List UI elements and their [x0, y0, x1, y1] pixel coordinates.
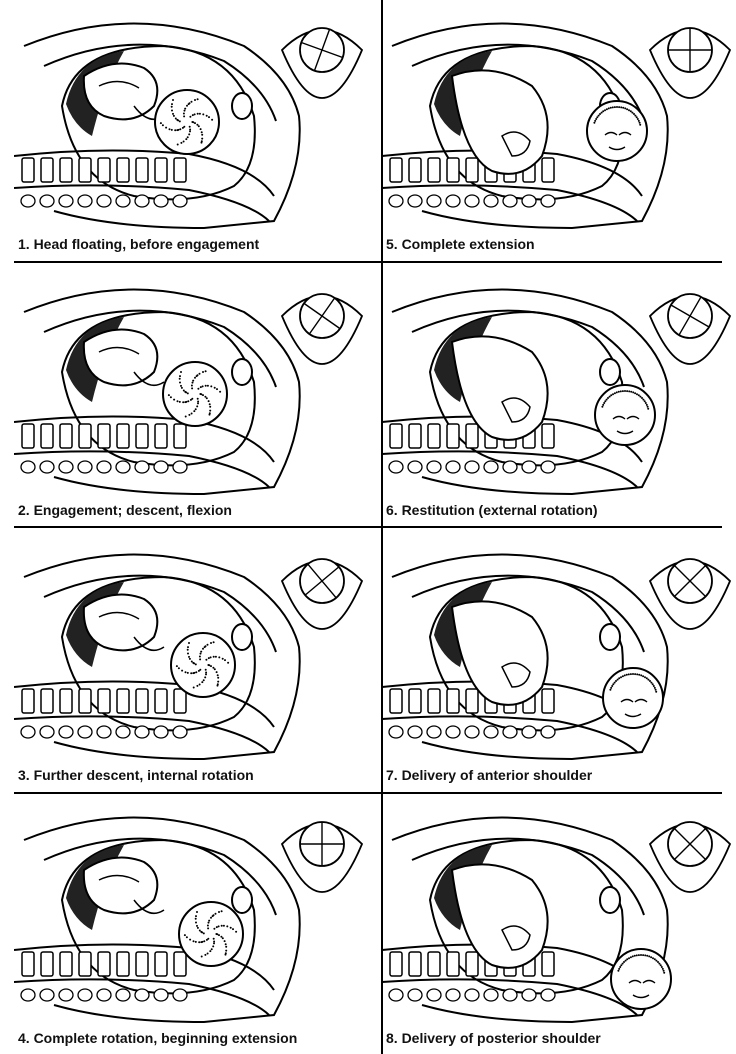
stage-caption: 8. Delivery of posterior shoulder	[386, 1030, 601, 1046]
stage-panel-7: 7. Delivery of anterior shoulder	[382, 537, 732, 789]
stage-caption: 6. Restitution (external rotation)	[386, 502, 598, 518]
stage-illustration-7	[382, 553, 732, 761]
stage-illustration-2	[14, 288, 364, 496]
stage-caption: 5. Complete extension	[386, 236, 535, 252]
pelvis-inset	[280, 821, 364, 893]
stage-illustration-8	[382, 816, 732, 1024]
stage-panel-6: 6. Restitution (external rotation)	[382, 272, 732, 524]
stage-panel-1: 1. Head floating, before engagement	[14, 6, 364, 258]
stage-illustration-1	[14, 22, 364, 230]
pelvis-inset	[280, 558, 364, 630]
stage-caption: 2. Engagement; descent, flexion	[18, 502, 232, 518]
pelvis-inset	[648, 558, 732, 630]
stage-illustration-5	[382, 22, 732, 230]
stage-caption: 3. Further descent, internal rotation	[18, 767, 254, 783]
pelvis-inset	[648, 293, 732, 365]
pelvis-inset	[648, 27, 732, 99]
stage-panel-5: 5. Complete extension	[382, 6, 732, 258]
pelvis-inset	[648, 821, 732, 893]
stage-caption: 1. Head floating, before engagement	[18, 236, 260, 252]
stage-illustration-6	[382, 288, 732, 496]
pelvis-inset	[280, 293, 364, 365]
stage-panel-3: 3. Further descent, internal rotation	[14, 537, 364, 789]
stage-panel-8: 8. Delivery of posterior shoulder	[382, 800, 732, 1052]
pelvis-inset	[280, 27, 364, 99]
stage-caption: 4. Complete rotation, beginning extensio…	[18, 1030, 298, 1046]
stage-panel-2: 2. Engagement; descent, flexion	[14, 272, 364, 524]
stage-illustration-4	[14, 816, 364, 1024]
stage-illustration-3	[14, 553, 364, 761]
stage-caption: 7. Delivery of anterior shoulder	[386, 767, 593, 783]
stage-panel-4: 4. Complete rotation, beginning extensio…	[14, 800, 364, 1052]
